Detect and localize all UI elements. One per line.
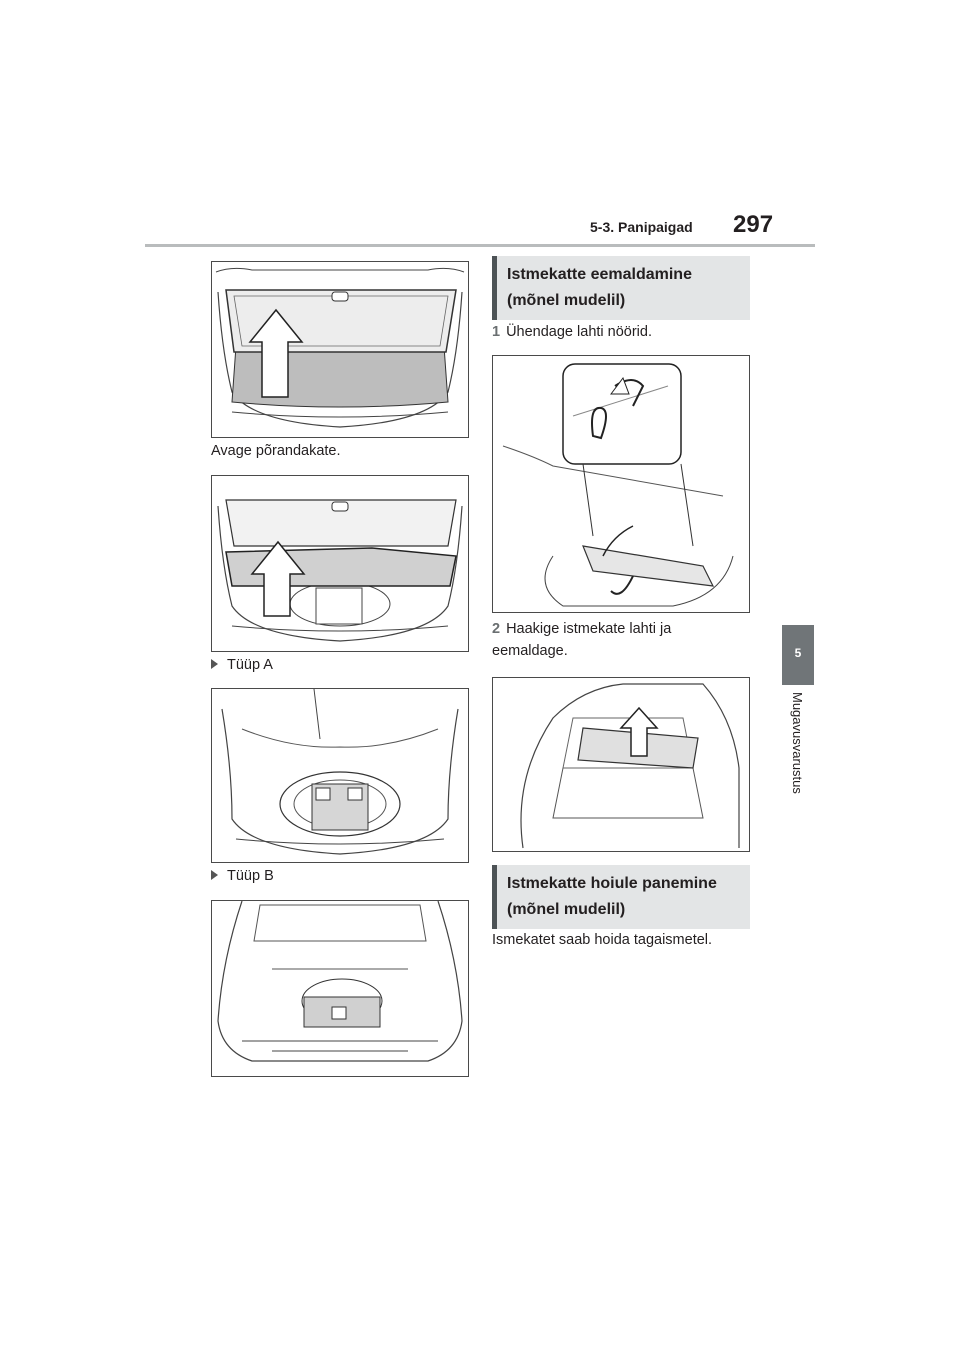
type-a-label-row: Tüüp A [211, 654, 273, 676]
heading-remove-cover: Istmekatte eemaldamine (mõnel mudelil) [492, 256, 750, 320]
spare-tire-type-b-illustration [217, 901, 463, 1062]
figure-type-b [211, 900, 469, 1077]
figure-remove-cover [492, 677, 750, 852]
remove-cover-illustration [520, 683, 740, 849]
cord-detail-illustration [502, 363, 734, 607]
heading-store-cover: Istmekatte hoiule panemine (mõnel mudeli… [492, 865, 750, 929]
figure-type-a [211, 688, 469, 863]
trunk-floor-lifted-illustration [217, 499, 463, 642]
figure-floor-cover-lifted [211, 475, 469, 652]
trunk-floor-cover-illustration [215, 267, 465, 428]
figure-open-floor-cover [211, 261, 469, 438]
type-a-label: Tüüp A [227, 657, 273, 673]
step-2-number: 2 [492, 621, 501, 637]
step-1-number: 1 [492, 324, 501, 340]
header-divider [145, 244, 815, 247]
caption-open-floor: Avage põrandakate. [211, 443, 341, 459]
store-cover-text: Ismekatet saab hoida tagaismetel. [492, 932, 713, 948]
type-b-label: Tüüp B [227, 868, 274, 884]
type-b-label-row: Tüüp B [211, 865, 274, 887]
step-1: 1 Ühendage lahti nöörid. [492, 321, 652, 343]
chapter-label: Mugavusvarustus [790, 692, 805, 794]
step-1-text: Ühendage lahti nöörid. [506, 324, 652, 340]
bullet-icon [211, 659, 218, 669]
page-number: 297 [733, 211, 774, 238]
section-title: 5-3. Panipaigad [590, 219, 693, 235]
figure-disconnect-cords [492, 355, 750, 613]
bullet-icon [211, 870, 218, 880]
chapter-number: 5 [794, 646, 802, 660]
spare-tire-type-a-illustration [221, 689, 459, 855]
chapter-tab [782, 625, 814, 685]
step-2-text: Haakige istmekate lahti ja eemaldage. [492, 621, 672, 659]
